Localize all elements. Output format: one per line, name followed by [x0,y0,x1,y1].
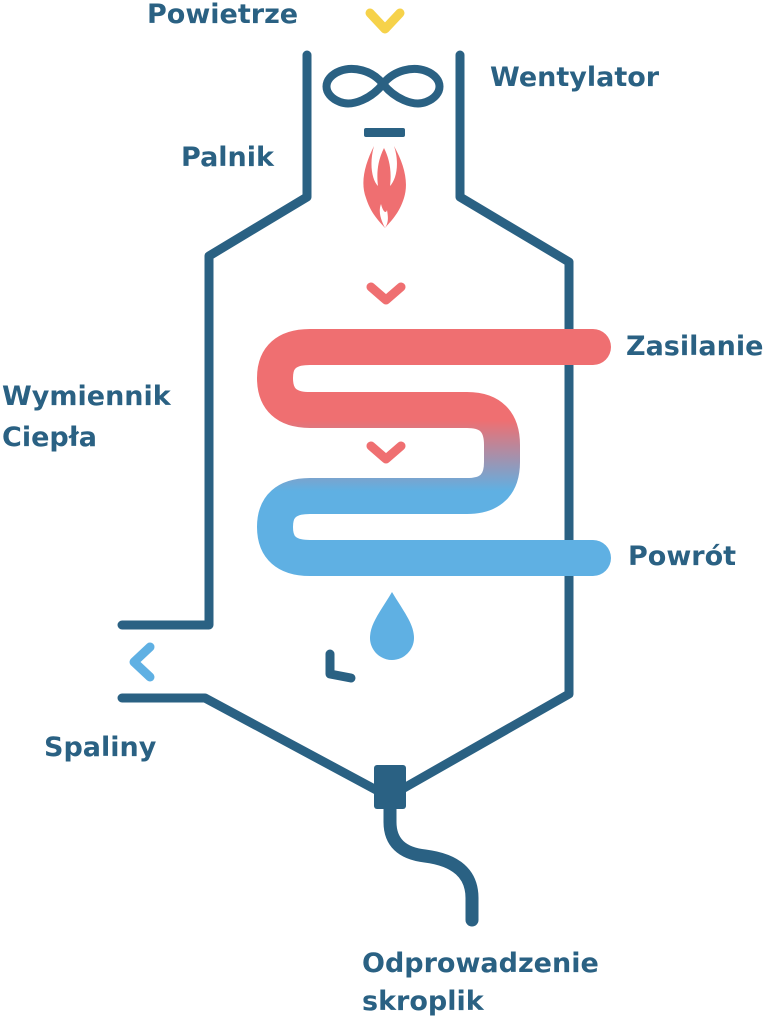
heat-exchanger-coil [257,329,611,576]
flow-arrow-down-1 [366,282,406,305]
condensate-drain-pipe [383,801,479,927]
boiler-casing-left [117,50,312,630]
label-return: Powrót [628,541,737,572]
label-condensate-1: Odprowadzenie [362,948,599,979]
label-condensate-2: skroplik [362,986,484,1017]
label-supply: Zasilanie [626,331,764,362]
air-inlet-arrow [365,8,405,34]
fan-infinity-icon [322,64,444,108]
label-fan: Wentylator [490,62,660,93]
label-burner: Palnik [181,142,274,173]
flue-duct-bottom [117,693,385,797]
label-heat-exchanger-2: Ciepła [2,422,97,453]
boiler-casing-right [392,50,574,797]
label-flue-gas: Spaliny [44,732,157,763]
water-drop-icon [370,592,414,660]
drain-fitting [374,765,406,809]
burner-bar [364,128,405,137]
flue-gas-arrow [129,642,155,682]
label-heat-exchanger-1: Wymiennik [2,381,171,412]
flow-arrow-down-2 [366,441,406,464]
flow-arrow-diagonal [325,649,356,683]
flame-icon [363,146,406,228]
label-air: Powietrze [147,0,299,30]
